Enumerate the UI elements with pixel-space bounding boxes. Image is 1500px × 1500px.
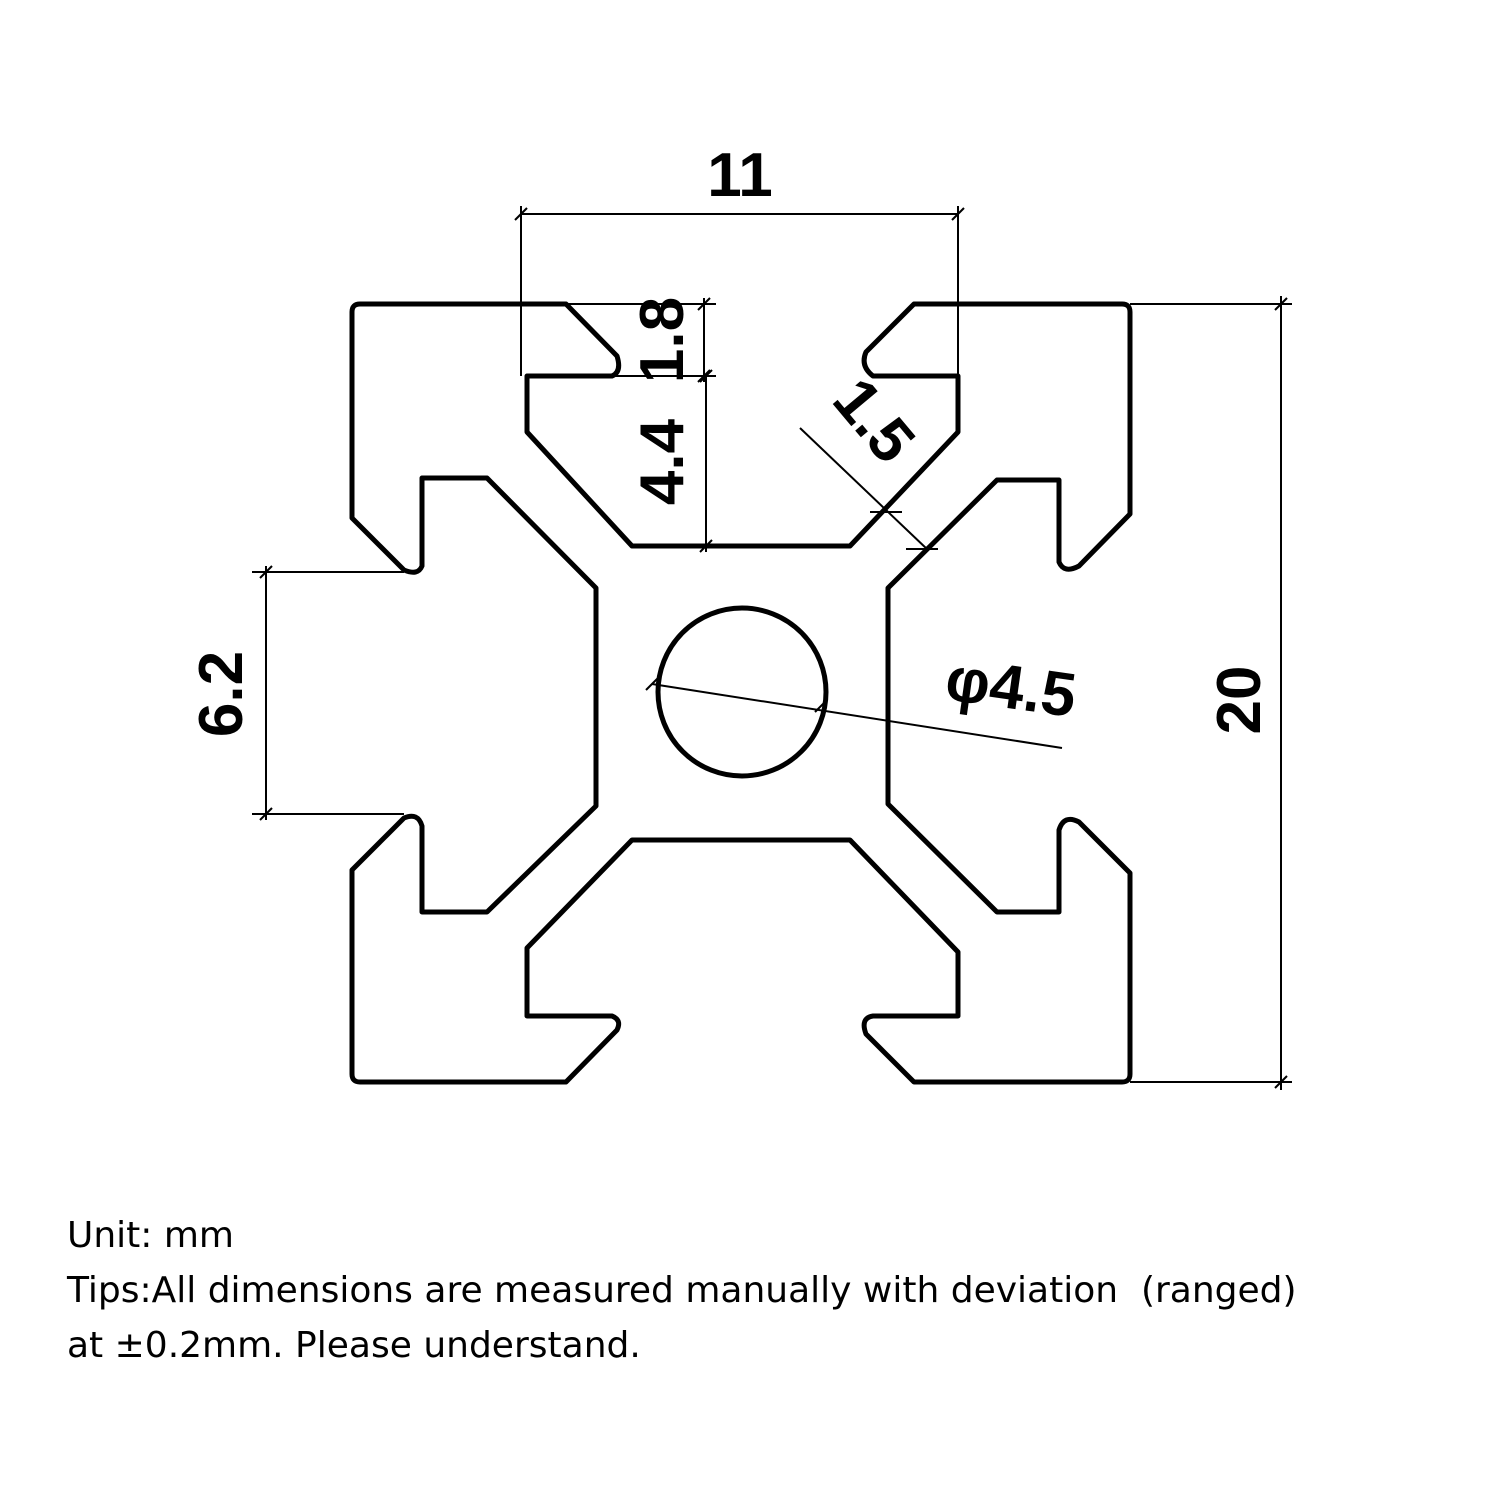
dimension-profile-size: 20 bbox=[1130, 296, 1292, 1090]
lip-thickness-label: 1.8 bbox=[628, 297, 697, 383]
dimension-slot-opening: 6.2 bbox=[187, 565, 404, 821]
dimension-lip-thickness: 1.8 bbox=[566, 297, 716, 383]
dimension-slot-width: 11 bbox=[514, 141, 965, 376]
profile-outline bbox=[349, 301, 1133, 1085]
center-bore bbox=[655, 605, 829, 779]
profile-size-label: 20 bbox=[1205, 666, 1274, 735]
notes-block: Unit: mm Tips:All dimensions are measure… bbox=[67, 1208, 1467, 1373]
bore-diameter-label: φ4.5 bbox=[941, 644, 1080, 730]
tips-note-line2: at ±0.2mm. Please understand. bbox=[67, 1325, 641, 1366]
slot-width-label: 11 bbox=[707, 141, 773, 210]
slot-depth-label: 4.4 bbox=[628, 418, 697, 505]
tips-note-line1: Tips:All dimensions are measured manuall… bbox=[67, 1270, 1297, 1311]
unit-note: Unit: mm bbox=[67, 1215, 234, 1256]
dimension-slot-depth: 4.4 bbox=[628, 369, 713, 553]
wall-thickness-label: 1.5 bbox=[820, 366, 928, 476]
dimension-bore-diameter: φ4.5 bbox=[645, 644, 1080, 749]
slot-opening-label: 6.2 bbox=[187, 651, 256, 737]
